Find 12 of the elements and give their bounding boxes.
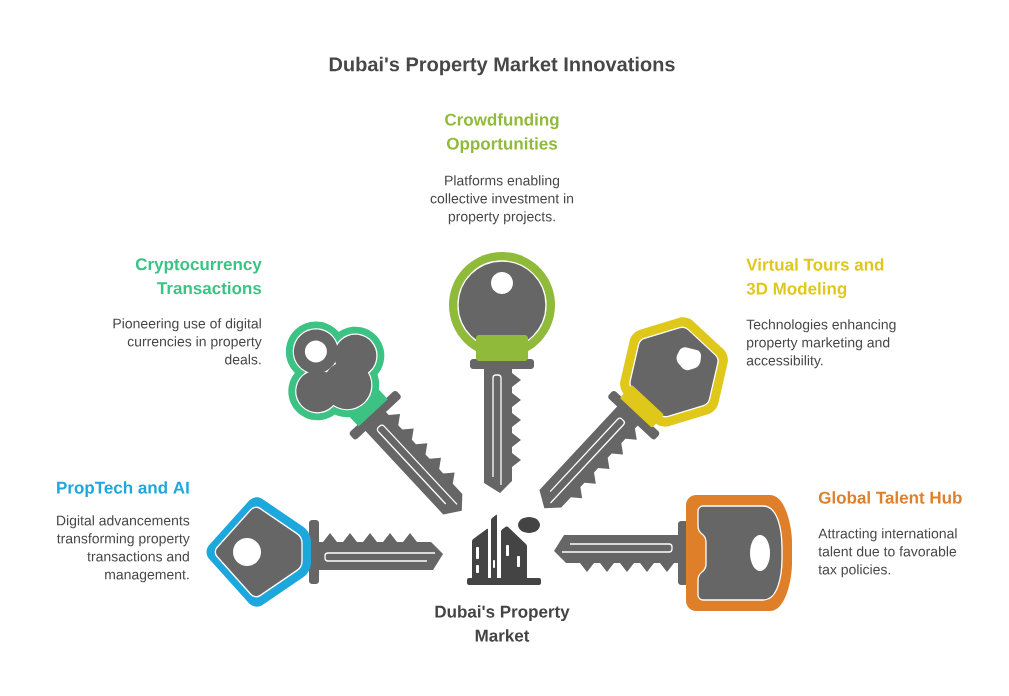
description-text: Attracting international talent due to favorable tax policies. (818, 528, 957, 578)
title: Dubai's Property Market Innovations (329, 56, 675, 76)
topic-heading: Global Talent Hub (818, 491, 962, 504)
topic-heading: Crowdfunding Opportunities (445, 113, 559, 154)
description-text: Digital advancements transforming property transactions and management. (56, 515, 190, 583)
topic-heading: Virtual Tours and 3D Modeling (746, 258, 884, 299)
description-text: Pioneering use of digital currencies in property deals. (113, 318, 262, 365)
hub-label: Dubai's Property Market (435, 605, 570, 642)
description-text: Platforms enabling collective investment in property projects. (430, 175, 574, 225)
topic-heading: PropTech and AI (57, 481, 189, 498)
topic-heading: Cryptocurrency Transactions (135, 258, 262, 295)
description-text: Technologies enhancing property marketing and accessibility. (746, 319, 896, 369)
